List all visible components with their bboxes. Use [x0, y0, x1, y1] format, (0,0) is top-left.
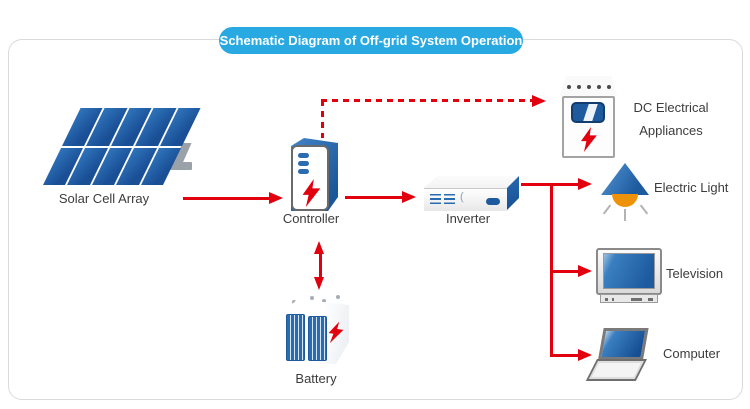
inverter-label: Inverter [445, 211, 491, 226]
controller-label: Controller [282, 211, 340, 226]
inverter-icon: ( [423, 175, 520, 211]
television-screen [603, 253, 655, 289]
laptop-screen-icon [598, 328, 649, 360]
lamp-bulb-icon [612, 194, 638, 207]
arrowhead-to-inverter-icon [402, 191, 416, 203]
tv-slot [631, 298, 642, 301]
television-icon [596, 248, 662, 295]
inverter-slot-mark: ( [460, 191, 464, 203]
appliance-knob [597, 85, 601, 89]
appliance-knob [577, 85, 581, 89]
appliance-knob [567, 85, 571, 89]
arrowhead-to-light-icon [578, 178, 592, 190]
battery-icon [283, 294, 349, 364]
battery-terminal [310, 296, 314, 300]
inverter-top-face [424, 176, 519, 188]
wire-to-television [550, 270, 578, 273]
wire-controller-battery [319, 253, 322, 278]
wire-inverter-to-light [521, 183, 578, 186]
appliance-window-shine [583, 104, 598, 121]
wire-controller-to-inverter [345, 196, 402, 199]
arrowhead-to-television-icon [578, 265, 592, 277]
dc-appliance-icon [562, 96, 615, 158]
solar-mount-foot [170, 162, 192, 170]
tv-knob [612, 298, 614, 301]
battery-cell-panel [308, 316, 327, 361]
dashed-wire-controller-up [321, 100, 324, 138]
light-ray [624, 209, 626, 221]
arrowhead-to-computer-icon [578, 349, 592, 361]
electric-light-label: Electric Light [654, 180, 729, 195]
battery-cell-panel [286, 314, 305, 361]
lightning-icon [328, 321, 344, 344]
battery-terminal [292, 300, 296, 304]
appliance-knob [587, 85, 591, 89]
diagram-title: Schematic Diagram of Off-grid System Ope… [219, 27, 523, 54]
solar-array-label: Solar Cell Array [58, 191, 150, 206]
battery-terminal [322, 299, 326, 303]
dc-appliances-label: DC Electrical Appliances [626, 96, 716, 142]
dc-appliance-lid [560, 76, 617, 96]
controller-indicator [298, 153, 309, 158]
arrowhead-down-to-battery-icon [314, 277, 324, 290]
laptop-keyboard-area [591, 363, 641, 377]
controller-indicator [298, 161, 309, 166]
lightning-icon [302, 179, 321, 207]
arrowhead-up-to-controller-icon [314, 241, 324, 254]
controller-front-panel [291, 145, 329, 211]
appliance-window [571, 102, 605, 123]
arrowhead-to-dc-appliances-icon [532, 94, 546, 107]
inverter-vent [430, 194, 441, 205]
wire-solar-to-controller [183, 197, 269, 200]
tv-button [648, 297, 653, 301]
computer-label: Computer [663, 346, 721, 361]
television-label: Television [666, 266, 724, 281]
controller-indicator [298, 169, 309, 174]
dashed-wire-to-dc-appliances [321, 99, 532, 102]
dc-appliances-label-line1: DC Electrical [633, 100, 709, 115]
television-control-strip [600, 294, 658, 303]
arrowhead-to-controller-icon [269, 192, 283, 204]
tv-knob [605, 298, 608, 301]
wire-to-computer [550, 354, 578, 357]
inverter-button [486, 198, 500, 205]
appliance-knob [607, 85, 611, 89]
inverter-vent [444, 194, 455, 205]
dc-appliances-label-line2: Appliances [639, 123, 703, 138]
inverter-front-face: ( [424, 188, 507, 211]
battery-label: Battery [295, 371, 337, 386]
lightning-icon [581, 127, 597, 152]
battery-terminal [336, 295, 340, 299]
